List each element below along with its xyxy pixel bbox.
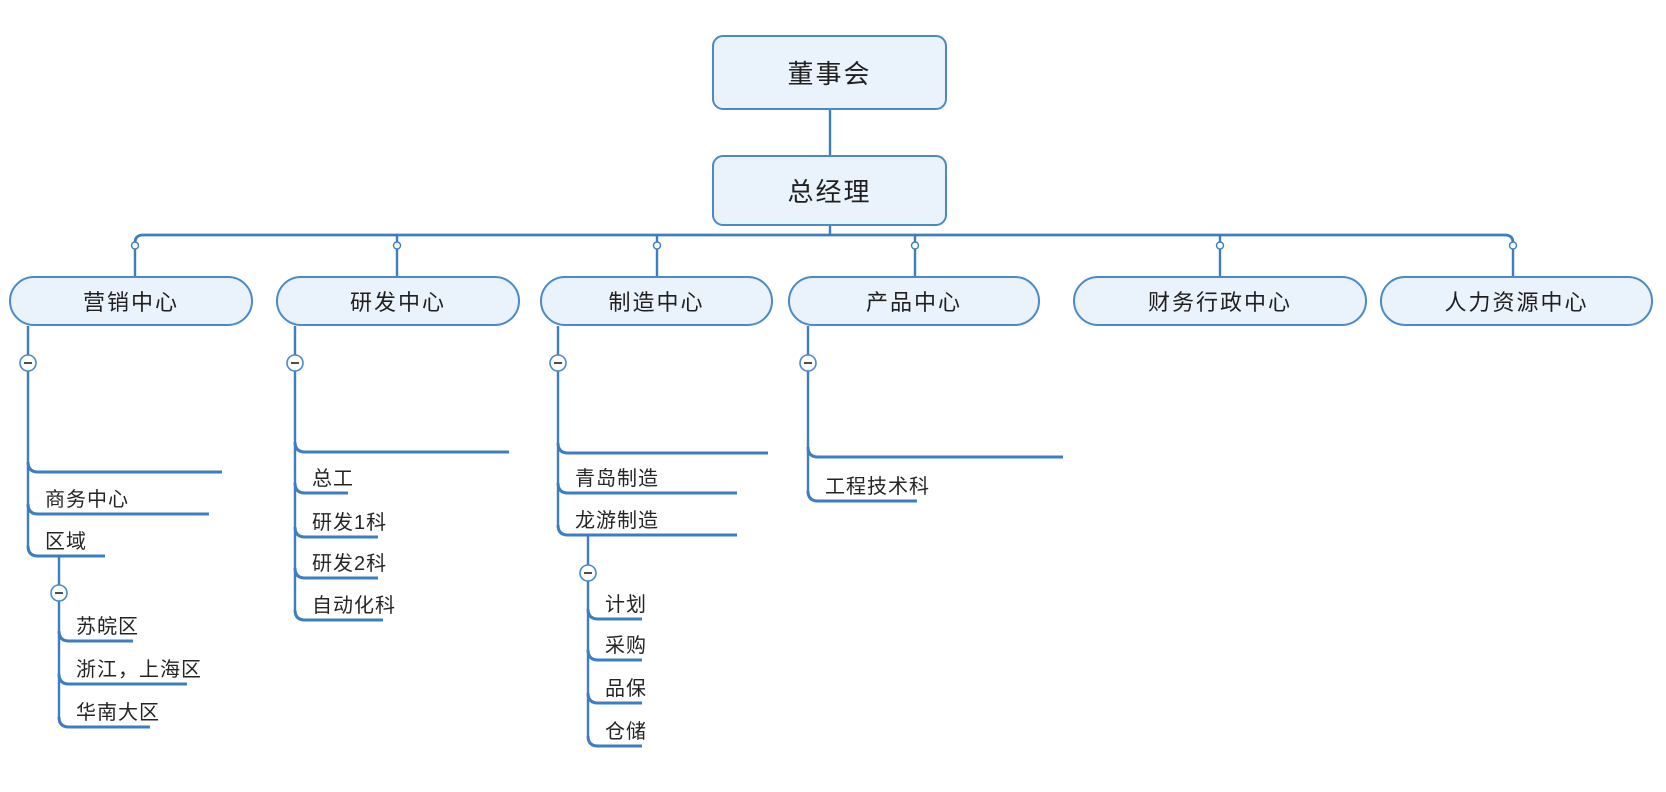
collapse-button-longyou[interactable] — [579, 564, 597, 582]
node-label: 营销中心 — [82, 290, 179, 315]
node-product-center[interactable]: 产品中心 — [788, 276, 1040, 326]
topic-rd-dept-1[interactable]: 研发1科 — [312, 512, 388, 534]
underline-engineering-tech — [806, 490, 917, 503]
topic-qingdao-manufacturing[interactable]: 青岛制造 — [575, 468, 659, 490]
node-label: 产品中心 — [865, 290, 962, 315]
underline-chief-engineer — [293, 482, 348, 495]
node-hr-center[interactable]: 人力资源中心 — [1380, 276, 1653, 326]
underline-automation-dept — [293, 609, 383, 622]
connector-bus — [133, 233, 1515, 244]
underline-suwan — [57, 630, 133, 643]
topic-suwan-district[interactable]: 苏皖区 — [76, 616, 139, 638]
node-label: 财务行政中心 — [1147, 290, 1292, 315]
topic-procurement[interactable]: 采购 — [605, 635, 647, 657]
topic-quality-assurance[interactable]: 品保 — [605, 678, 647, 700]
topic-planning[interactable]: 计划 — [605, 594, 647, 616]
node-rd-center[interactable]: 研发中心 — [276, 276, 520, 326]
junction-dot-marketing — [130, 241, 140, 250]
topic-zhejiang-shanghai-district[interactable]: 浙江，上海区 — [76, 659, 202, 681]
empty-topic-underline-rd[interactable] — [293, 441, 509, 454]
topic-rd-dept-2[interactable]: 研发2科 — [312, 553, 388, 575]
empty-topic-underline-marketing[interactable] — [26, 461, 222, 474]
node-general-manager[interactable]: 总经理 — [712, 155, 947, 226]
node-marketing-center[interactable]: 营销中心 — [9, 276, 253, 326]
node-label: 研发中心 — [349, 290, 446, 315]
node-manufacturing-center[interactable]: 制造中心 — [540, 276, 773, 326]
collapse-button-rd[interactable] — [286, 354, 304, 372]
underline-rd-dept-1 — [293, 526, 378, 539]
node-label: 人力资源中心 — [1444, 290, 1589, 315]
node-finance-admin-center[interactable]: 财务行政中心 — [1073, 276, 1367, 326]
topic-south-china-region[interactable]: 华南大区 — [76, 702, 160, 724]
junction-dot-rd — [392, 241, 402, 250]
topic-longyou-manufacturing[interactable]: 龙游制造 — [575, 510, 659, 532]
underline-region — [26, 545, 105, 558]
underline-quality-assurance — [586, 692, 642, 705]
node-label: 总经理 — [787, 177, 872, 207]
underline-warehouse — [586, 735, 642, 748]
topic-automation-dept[interactable]: 自动化科 — [312, 595, 396, 617]
junction-dot-hr — [1508, 241, 1518, 250]
topic-region[interactable]: 区域 — [45, 531, 87, 553]
junction-dot-manufacturing — [652, 241, 662, 250]
node-label: 董事会 — [787, 59, 872, 89]
underline-longyou — [556, 524, 737, 537]
empty-topic-underline-product[interactable] — [806, 446, 1063, 459]
empty-topic-underline-manufacturing[interactable] — [556, 442, 768, 455]
topic-business-center[interactable]: 商务中心 — [45, 489, 129, 511]
topic-engineering-tech-dept[interactable]: 工程技术科 — [825, 476, 930, 498]
junction-dot-product — [910, 241, 920, 250]
collapse-button-region[interactable] — [50, 584, 68, 602]
underline-qingdao — [556, 482, 737, 495]
underline-procurement — [586, 649, 642, 662]
node-label: 制造中心 — [608, 290, 705, 315]
collapse-button-marketing[interactable] — [19, 354, 37, 372]
collapse-button-manufacturing[interactable] — [549, 354, 567, 372]
underline-business-center — [26, 503, 209, 516]
underline-planning — [586, 608, 642, 621]
topic-chief-engineer[interactable]: 总工 — [312, 468, 354, 490]
underline-south-china — [57, 716, 150, 729]
collapse-button-product[interactable] — [799, 354, 817, 372]
junction-dot-finance — [1215, 241, 1225, 250]
underline-rd-dept-2 — [293, 567, 378, 580]
topic-warehouse[interactable]: 仓储 — [605, 721, 647, 743]
node-board-of-directors[interactable]: 董事会 — [712, 35, 947, 110]
underline-zhejiang-shanghai — [57, 673, 187, 686]
